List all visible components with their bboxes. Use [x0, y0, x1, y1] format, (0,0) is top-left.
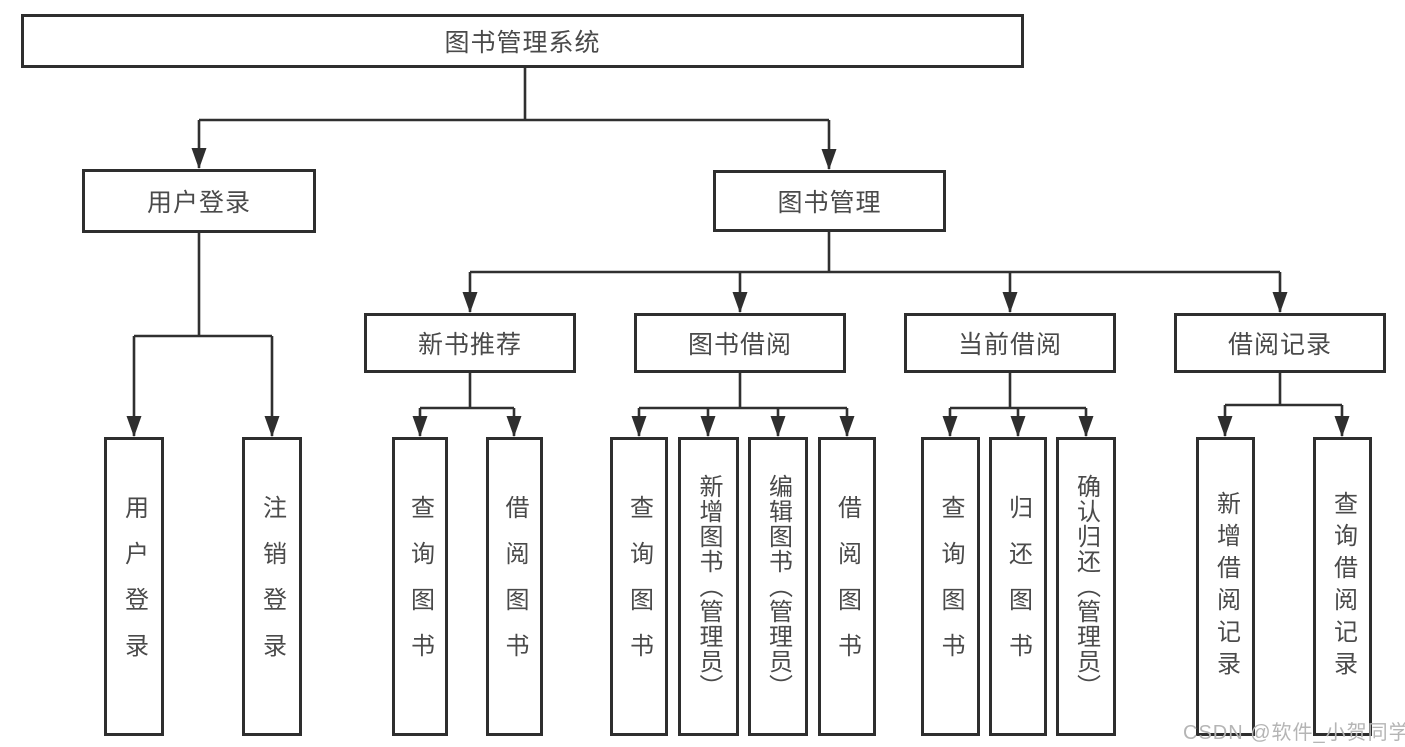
leaf-label: 注销登录 — [258, 494, 286, 679]
leaf-add-books-admin: 新增图书（管理员） — [678, 437, 739, 736]
node-user-login-branch: 用户登录 — [82, 169, 316, 233]
node-borrowing-records: 借阅记录 — [1174, 313, 1386, 373]
leaf-label: 用户登录 — [120, 494, 148, 679]
node-current-borrowing: 当前借阅 — [904, 313, 1116, 373]
node-label: 图书借阅 — [687, 331, 792, 359]
leaf-borrow-books: 借阅图书 — [818, 437, 876, 736]
leaf-borrow-books-recommend: 借阅图书 — [486, 437, 543, 736]
node-new-book-recommend: 新书推荐 — [364, 313, 576, 373]
node-library-management-system: 图书管理系统 — [21, 14, 1024, 68]
leaf-label: 编辑图书（管理员） — [764, 474, 792, 699]
node-label: 图书管理 — [777, 189, 882, 217]
node-label: 用户登录 — [146, 189, 251, 217]
leaf-label: 借阅图书 — [501, 494, 528, 679]
node-label: 当前借阅 — [957, 331, 1062, 359]
csdn-watermark: CSDN @软件_小贺同学 — [1183, 722, 1405, 744]
leaf-label: 归还图书 — [1004, 494, 1032, 679]
leaf-add-borrow-record: 新增借阅记录 — [1196, 437, 1255, 736]
leaf-label: 借阅图书 — [833, 494, 861, 679]
leaf-query-books-current: 查询图书 — [921, 437, 980, 736]
node-label: 新书推荐 — [417, 331, 522, 359]
leaf-edit-books-admin: 编辑图书（管理员） — [748, 437, 808, 736]
leaf-user-login: 用户登录 — [104, 437, 164, 736]
connector-group — [126, 68, 1350, 437]
node-label: 借阅记录 — [1227, 331, 1332, 359]
leaf-label: 确认归还（管理员） — [1072, 474, 1100, 699]
leaf-query-borrow-record: 查询借阅记录 — [1313, 437, 1372, 736]
leaf-label: 新增图书（管理员） — [695, 474, 722, 699]
leaf-query-books-borrowing: 查询图书 — [610, 437, 668, 736]
node-label: 图书管理系统 — [444, 29, 601, 57]
leaf-confirm-return-admin: 确认归还（管理员） — [1056, 437, 1116, 736]
leaf-return-books: 归还图书 — [989, 437, 1047, 736]
leaf-logout: 注销登录 — [242, 437, 302, 736]
node-book-borrowing: 图书借阅 — [634, 313, 846, 373]
node-book-management-branch: 图书管理 — [713, 170, 946, 232]
leaf-label: 新增借阅记录 — [1212, 490, 1240, 683]
leaf-label: 查询图书 — [937, 494, 964, 679]
leaf-query-books-recommend: 查询图书 — [392, 437, 448, 736]
leaf-label: 查询图书 — [625, 494, 653, 679]
leaf-label: 查询图书 — [406, 494, 434, 679]
leaf-label: 查询借阅记录 — [1329, 490, 1357, 683]
